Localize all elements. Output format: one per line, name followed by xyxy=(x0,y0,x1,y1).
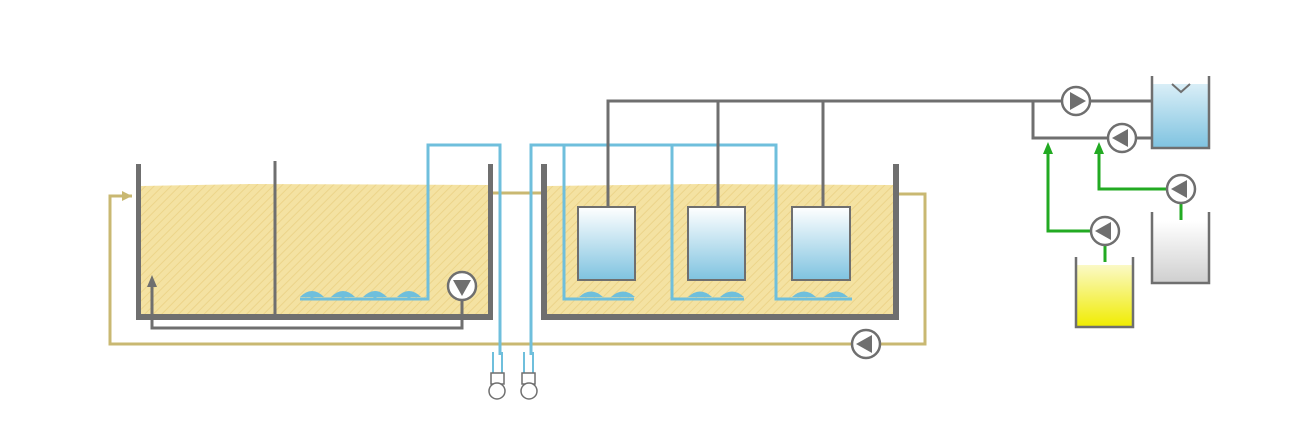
diffuser-icon xyxy=(720,291,744,297)
diffuser-icon xyxy=(579,291,603,297)
sludge-liquid xyxy=(141,184,490,314)
pump-icon xyxy=(856,335,872,353)
diffuser-icon xyxy=(792,291,816,297)
diffuser-icon xyxy=(824,291,848,297)
pump-icon xyxy=(1171,180,1187,198)
blower-icon xyxy=(488,382,506,400)
membrane-module xyxy=(791,206,851,281)
air-line-bioreactor xyxy=(300,143,502,355)
diffuser-icon xyxy=(611,291,635,297)
pump-icon xyxy=(1095,222,1111,240)
bioreactor-tank xyxy=(136,161,493,320)
internal-recirculation-line xyxy=(147,275,464,330)
permeate-pump xyxy=(1060,85,1092,117)
membrane-module xyxy=(577,206,636,281)
arrow-icon xyxy=(147,275,157,287)
diffuser-icon xyxy=(397,291,421,297)
recirculation-pump xyxy=(446,270,478,302)
diffuser-icon xyxy=(331,291,355,297)
pump-icon xyxy=(453,280,471,296)
chemical-tank-grey xyxy=(1150,212,1211,285)
chemical-dosing-lines xyxy=(1043,142,1183,262)
membrane-module xyxy=(687,206,746,281)
arrow-icon xyxy=(122,191,132,201)
diffuser-icon xyxy=(363,291,387,297)
blower-bioreactor xyxy=(488,352,506,400)
pump-icon xyxy=(1070,92,1086,110)
overflow-notch xyxy=(1171,83,1191,94)
permeate-tank xyxy=(1150,76,1211,150)
arrow-icon xyxy=(1094,142,1104,154)
blower-membrane xyxy=(520,352,538,400)
diffuser-icon xyxy=(300,291,324,297)
chemical-tank-yellow xyxy=(1074,257,1135,329)
dosing-pump-yellow xyxy=(1089,215,1121,247)
membrane-modules xyxy=(577,206,851,281)
blower-icon xyxy=(520,382,538,400)
dosing-pump-grey xyxy=(1165,173,1197,205)
backwash-pump xyxy=(1106,122,1138,154)
air-line-membrane xyxy=(529,143,852,355)
pump-icon xyxy=(1112,129,1128,147)
arrow-icon xyxy=(1043,142,1053,154)
sludge-return-pump xyxy=(850,328,882,360)
diffuser-icon xyxy=(688,291,712,297)
